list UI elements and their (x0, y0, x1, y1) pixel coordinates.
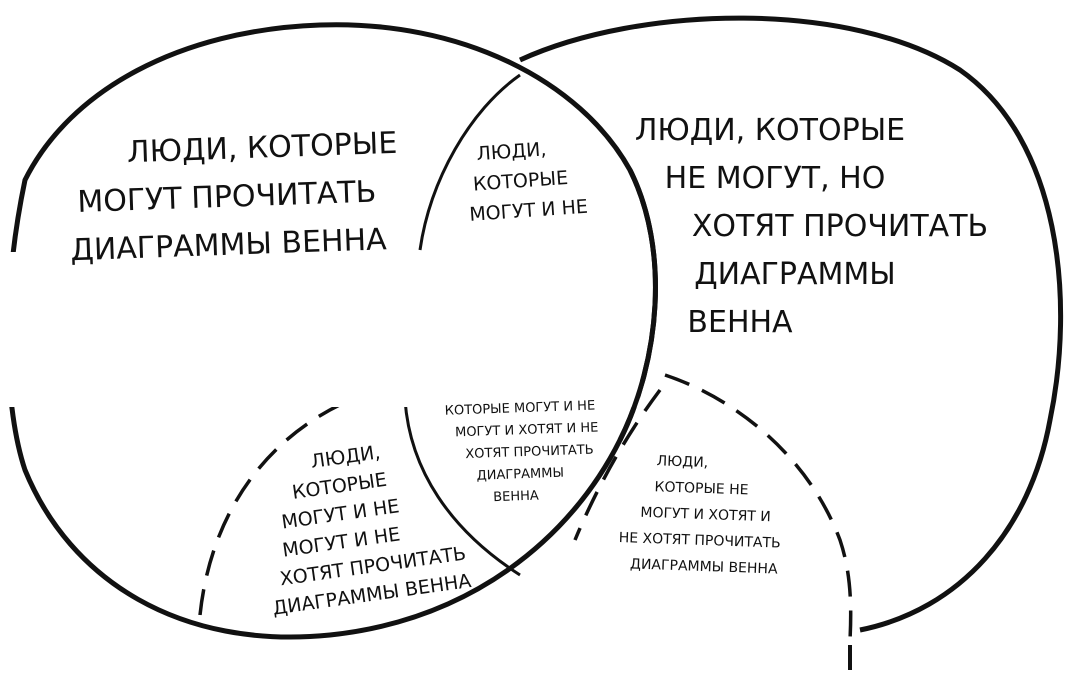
lens-arc (418, 73, 521, 251)
top-lens-line: КОТОРЫЕ (472, 167, 569, 196)
top-lens-line: МОГУТ И НЕ (469, 196, 589, 226)
white-band (0, 252, 640, 407)
right-line: ЛЮДИ, КОТОРЫЕ (635, 113, 905, 148)
bottom-right-text: ЛЮДИ, КОТОРЫЕ НЕ МОГУТ И ХОТЯТ И НЕ ХОТЯТ П… (618, 453, 781, 577)
bottom-center-line: ВЕННА (493, 489, 539, 506)
bottom-right-line: ЛЮДИ, (656, 453, 708, 471)
bottom-right-line: МОГУТ И ХОТЯТ И (640, 505, 771, 526)
left-line: МОГУТ ПРОЧИТАТЬ (77, 175, 377, 220)
center-arc (403, 399, 521, 577)
bottom-center-line: ХОТЯТ ПРОЧИТАТЬ (465, 443, 594, 462)
right-line: ДИАГРАММЫ (694, 257, 896, 292)
right-circle (518, 15, 1064, 633)
bottom-right-line: НЕ ХОТЯТ ПРОЧИТАТЬ (618, 530, 781, 552)
bottom-right-line: КОТОРЫЕ НЕ (654, 479, 749, 498)
bottom-left-line: ЛЮДИ, (309, 441, 381, 473)
dashed-inner-arc (573, 388, 662, 541)
left-line: ЛЮДИ, КОТОРЫЕ (126, 126, 397, 170)
right-region-text: ЛЮДИ, КОТОРЫЕ НЕ МОГУТ, НО ХОТЯТ ПРОЧИТАТЬ… (635, 113, 988, 340)
dashed-circle (198, 373, 853, 641)
right-line: НЕ МОГУТ, НО (665, 161, 886, 196)
right-line: ВЕННА (687, 305, 793, 340)
top-lens-line: ЛЮДИ, (476, 138, 547, 165)
bottom-center-line: ДИАГРАММЫ (476, 466, 564, 484)
bottom-center-line: МОГУТ И ХОТЯТ И НЕ (455, 420, 599, 440)
right-line: ХОТЯТ ПРОЧИТАТЬ (692, 209, 988, 244)
bottom-right-line: ДИАГРАММЫ ВЕННА (630, 556, 778, 577)
left-circle-right-edge (617, 168, 658, 442)
bottom-center-line: КОТОРЫЕ МОГУТ И НЕ (444, 399, 595, 419)
